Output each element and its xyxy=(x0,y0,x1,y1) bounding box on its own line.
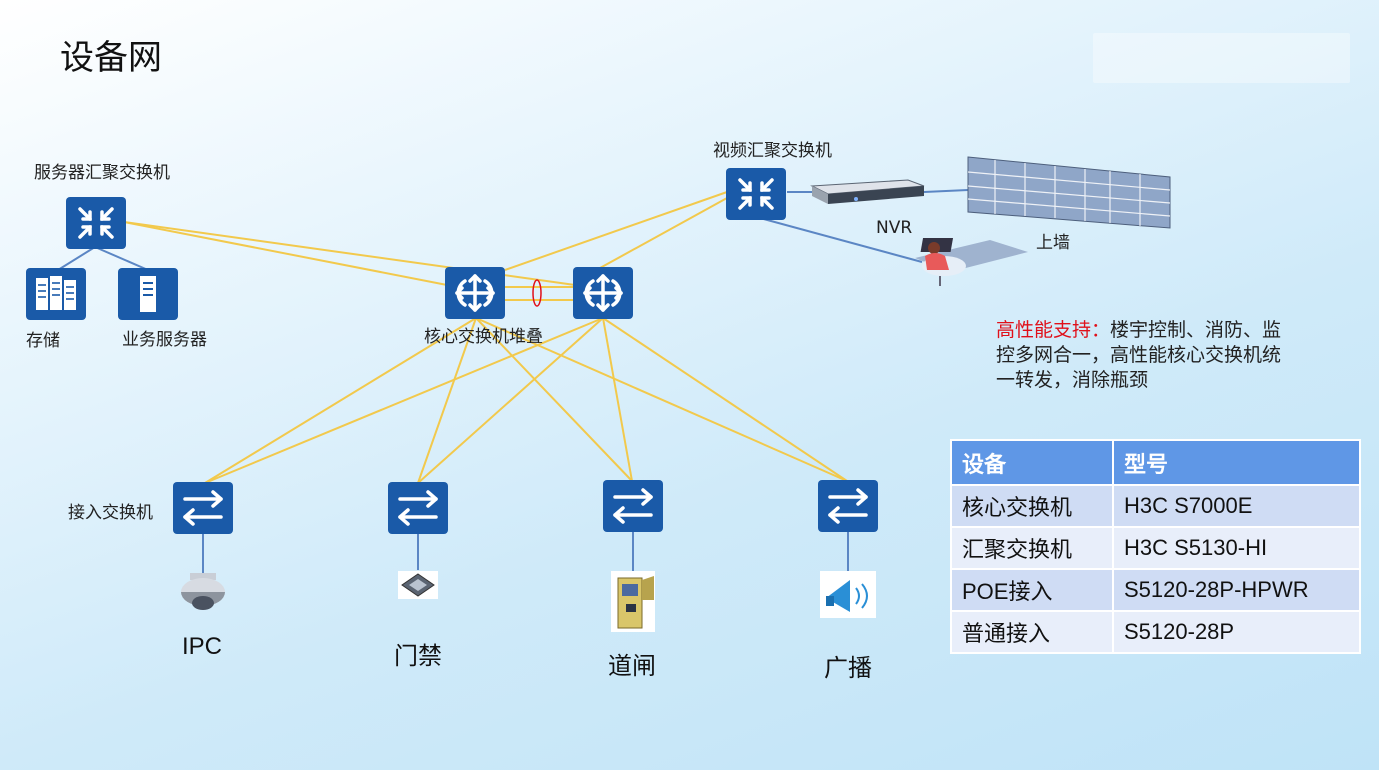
ipc-camera-icon[interactable] xyxy=(181,573,225,610)
access-switch-2-icon[interactable] xyxy=(388,482,448,534)
table-cell: 核心交换机 xyxy=(950,484,1114,528)
top-banner xyxy=(1093,33,1350,83)
core-switch-1-icon[interactable] xyxy=(445,267,505,319)
gate-label: 道闸 xyxy=(608,652,656,680)
business-server-label: 业务服务器 xyxy=(122,330,207,350)
table-cell: S5120-28P-HPWR xyxy=(1112,568,1361,612)
table-row: 汇聚交换机 H3C S5130-HI xyxy=(950,526,1361,570)
stack-ring xyxy=(532,279,542,307)
core-switch-2-icon[interactable] xyxy=(573,267,633,319)
table-row: 普通接入 S5120-28P xyxy=(950,610,1361,654)
video-agg-label: 视频汇聚交换机 xyxy=(713,141,832,161)
access-switch-1-icon[interactable] xyxy=(173,482,233,534)
performance-note: 高性能支持：楼宇控制、消防、监控多网合一，高性能核心交换机统一转发，消除瓶颈 xyxy=(996,318,1296,393)
blue-links xyxy=(57,189,969,575)
wall-label: 上墙 xyxy=(1036,233,1070,253)
storage-label: 存储 xyxy=(26,331,60,351)
table-header-device: 设备 xyxy=(950,439,1114,486)
operator-desk-icon[interactable] xyxy=(915,238,1028,286)
business-server-icon[interactable] xyxy=(118,268,178,320)
page-title: 设备网 xyxy=(60,38,162,78)
broadcast-label: 广播 xyxy=(824,654,872,682)
table-cell: 普通接入 xyxy=(950,610,1114,654)
table-cell: H3C S5130-HI xyxy=(1112,526,1361,570)
access-switch-4-icon[interactable] xyxy=(818,480,878,532)
door-label: 门禁 xyxy=(394,642,442,670)
nvr-icon[interactable] xyxy=(810,179,925,204)
table-cell: H3C S7000E xyxy=(1112,484,1361,528)
table-row: 核心交换机 H3C S7000E xyxy=(950,484,1361,528)
access-switch-label: 接入交换机 xyxy=(68,503,153,523)
link-lines xyxy=(123,191,848,484)
access-switch-3-icon[interactable] xyxy=(603,480,663,532)
broadcast-speaker-icon[interactable] xyxy=(820,571,876,618)
table-header-model: 型号 xyxy=(1112,439,1361,486)
note-text: 楼宇控制、消防、监控多网合一，高性能核心交换机统一转发，消除瓶颈 xyxy=(996,319,1282,391)
video-agg-switch-icon[interactable] xyxy=(726,168,786,220)
ipc-label: IPC xyxy=(182,633,223,660)
video-wall-icon[interactable] xyxy=(967,156,1171,229)
table-cell: S5120-28P xyxy=(1112,610,1361,654)
barrier-gate-icon[interactable] xyxy=(611,571,655,632)
server-agg-label: 服务器汇聚交换机 xyxy=(34,163,170,183)
door-reader-icon[interactable] xyxy=(398,571,438,599)
server-agg-switch-icon[interactable] xyxy=(66,197,126,249)
device-model-table: 设备 型号 核心交换机 H3C S7000E 汇聚交换机 H3C S5130-H… xyxy=(950,439,1361,654)
table-header-row: 设备 型号 xyxy=(950,439,1361,486)
nvr-label: NVR xyxy=(876,218,913,238)
note-highlight: 高性能支持： xyxy=(996,319,1111,341)
table-row: POE接入 S5120-28P-HPWR xyxy=(950,568,1361,612)
core-stack-label: 核心交换机堆叠 xyxy=(424,327,543,347)
table-cell: 汇聚交换机 xyxy=(950,526,1114,570)
storage-icon[interactable] xyxy=(26,268,86,320)
table-cell: POE接入 xyxy=(950,568,1114,612)
